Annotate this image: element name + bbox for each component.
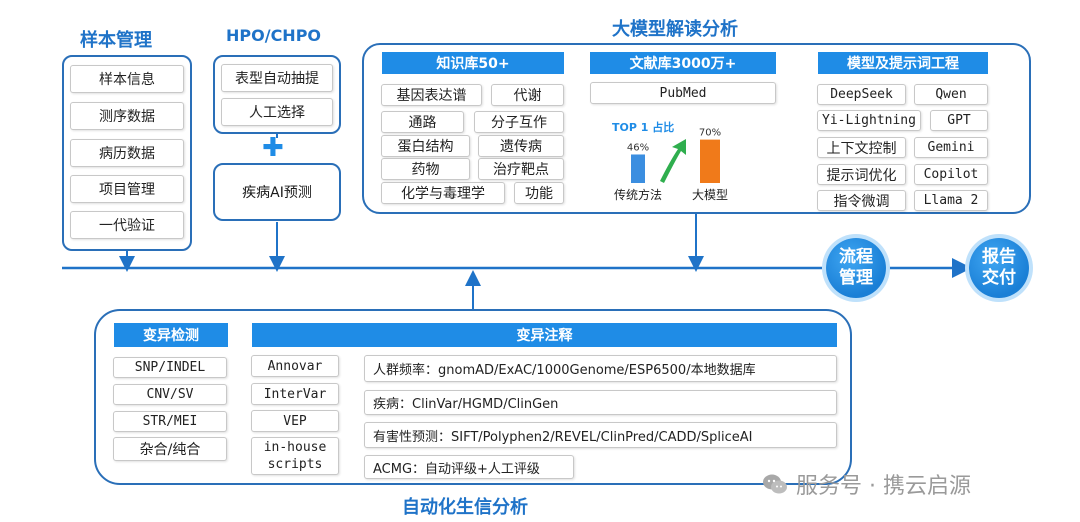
detect-item: SNP/INDEL [113,357,227,378]
kb-item: 化学与毒理学 [381,182,505,204]
kb-item: 治疗靶点 [478,158,564,180]
sample-item-sanger: 一代验证 [70,211,184,239]
sample-item-project: 项目管理 [70,175,184,203]
hpo-group: 表型自动抽提 人工选择 [213,55,341,134]
kb-item: 遗传病 [478,135,564,157]
model-item: Gemini [914,137,988,158]
annot-header: 变异注释 [252,323,837,347]
bio-title: 自动化生信分析 [402,497,528,518]
kb-item: 代谢 [491,84,564,106]
watermark-text: 服务号 · 携云启源 [796,474,971,499]
hpo-item-manual: 人工选择 [221,98,333,126]
report-delivery-node: 报告 交付 [969,238,1029,298]
kb-item: 药物 [381,158,470,180]
sample-mgmt-title: 样本管理 [80,30,152,51]
pubmed-item: PubMed [590,82,776,104]
model-item: DeepSeek [817,84,906,105]
kb-header: 知识库50+ [382,52,564,74]
annot-tool: in-house scripts [251,437,339,475]
detect-item: STR/MEI [113,411,227,432]
model-item: Qwen [914,84,988,105]
kb-item: 基因表达谱 [381,84,482,106]
sample-item-records: 病历数据 [70,139,184,167]
model-item: Copilot [914,164,988,185]
chart-title: TOP 1 占比 [612,120,674,134]
model-item: 指令微调 [817,190,906,211]
wechat-icon [762,473,788,495]
kb-item: 分子互作 [474,111,564,133]
sample-item-info: 样本信息 [70,65,184,93]
model-item: GPT [930,110,988,131]
annot-row-pathogenicity: 有害性预测：SIFT/Polyphen2/REVEL/ClinPred/CADD… [364,422,837,448]
annot-tool: VEP [251,410,339,432]
bar-value-label: 46% [627,142,649,153]
top1-bar-chart: TOP 1 占比 46% 传统方法 70% 大模型 [612,120,728,202]
increase-arrow-icon [660,139,686,183]
ai-predict-label: 疾病AI预测 [242,185,312,201]
model-item: 上下文控制 [817,137,906,158]
bar-0 [631,154,645,183]
bio-group: 变异检测 SNP/INDEL CNV/SV STR/MEI 杂合/纯合 变异注释… [94,309,852,485]
llm-title: 大模型解读分析 [612,19,738,40]
ai-predict-group: 疾病AI预测 [213,163,341,221]
detect-item: 杂合/纯合 [113,437,227,461]
bar-value-label: 70% [699,128,721,139]
annot-row-frequency: 人群频率：gnomAD/ExAC/1000Genome/ESP6500/本地数据… [364,355,837,382]
plus-icon: ✚ [262,133,284,163]
kb-item: 蛋白结构 [381,135,470,157]
hpo-title: HPO/CHPO [226,26,322,45]
kb-item: 功能 [514,182,564,204]
process-mgmt-node: 流程 管理 [826,238,886,298]
detect-item: CNV/SV [113,384,227,405]
lit-header: 文献库3000万+ [590,52,776,74]
llm-group: 知识库50+ 基因表达谱 代谢 通路 分子互作 蛋白结构 遗传病 药物 治疗靶点… [362,43,1031,214]
category-label: 大模型 [692,188,728,202]
annot-tool: InterVar [251,383,339,405]
watermark: 服务号 · 携云启源 [762,468,971,500]
sample-item-seq: 测序数据 [70,102,184,130]
annot-row-disease: 疾病：ClinVar/HGMD/ClinGen [364,390,837,415]
sample-mgmt-group: 样本信息 测序数据 病历数据 项目管理 一代验证 [62,55,192,251]
annot-tool: Annovar [251,355,339,377]
bar-1 [700,139,720,183]
category-label: 传统方法 [614,187,662,202]
models-header: 模型及提示词工程 [818,52,988,74]
kb-item: 通路 [381,111,464,133]
annot-row-acmg: ACMG：自动评级+人工评级 [364,455,574,479]
hpo-item-extract: 表型自动抽提 [221,64,333,92]
model-item: Llama 2 [914,190,988,211]
model-item: Yi-Lightning [817,110,921,131]
model-item: 提示词优化 [817,164,906,185]
detect-header: 变异检测 [114,323,228,347]
